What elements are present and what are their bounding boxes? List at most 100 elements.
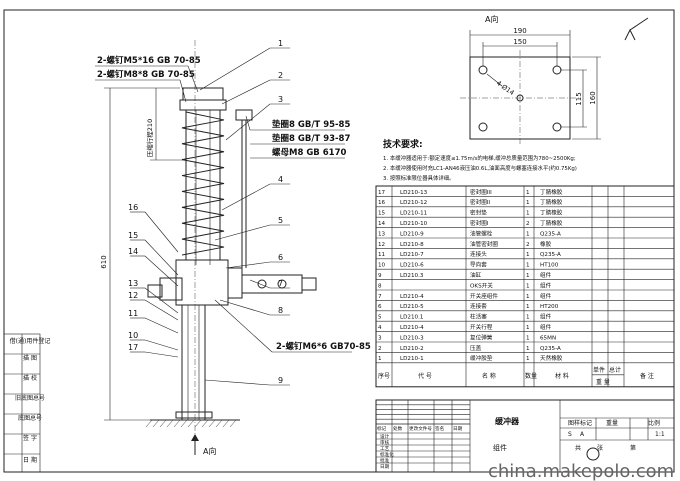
hole-spec: 4-Ø14 <box>495 79 516 97</box>
tb-field-2: 更改文件号 <box>409 425 432 432</box>
tech-requirements: 技术要求: 1. 本缓冲器适用于:额定速度≤1.75m/s的电梯,缓冲总质量范围… <box>383 138 577 182</box>
part-number-17: 17 <box>128 343 138 352</box>
bom-qty: 1 <box>526 211 530 217</box>
leader-right-5 <box>214 224 271 241</box>
part-number-14: 14 <box>128 247 138 256</box>
bom-code: LD210-5 <box>400 304 424 310</box>
stage-s: S <box>568 431 572 438</box>
bom-material: 组件 <box>540 292 552 300</box>
leader-left-17 <box>144 351 179 358</box>
bom-no: 15 <box>378 211 386 217</box>
bom-no: 4 <box>378 325 382 331</box>
bom-qty: 1 <box>526 346 530 352</box>
bom-code: LD210-11 <box>400 211 428 217</box>
part-number-10: 10 <box>128 331 138 340</box>
callout-screw-m8: 2-螺钉M8*8 GB 70-85 <box>97 69 195 80</box>
leader-right-4 <box>221 183 271 211</box>
bom-no: 9 <box>378 273 382 279</box>
bom-code: LD210-7 <box>400 252 424 258</box>
bom-material: 组件 <box>540 271 552 279</box>
title-block: 缓冲器 组件 图样标记 重量 比例 S A 1:1 共 张 第 标记处数更改文件… <box>375 399 675 473</box>
bom-name: 油管螺栓 <box>470 229 493 237</box>
leader-right-2 <box>221 79 271 105</box>
bom-qty: 1 <box>526 283 530 289</box>
bom-no: 8 <box>378 283 382 289</box>
dim-height: 610 <box>100 255 108 268</box>
bom-material: 橡胶 <box>540 240 552 248</box>
bom-code: LD210-6 <box>400 263 424 269</box>
bom-name: 压盖 <box>470 344 482 352</box>
bom-name: 开关行程 <box>470 323 493 331</box>
tb-role-0: 设计 <box>380 433 390 440</box>
bom-code: LD210-8 <box>400 242 424 248</box>
bom-code: LD210-2 <box>400 346 424 352</box>
projection-symbol <box>586 447 600 461</box>
bom-qty: 1 <box>526 304 530 310</box>
leader-left-13 <box>144 287 179 314</box>
part-number-6: 6 <box>278 253 283 262</box>
bom-material: 65MN <box>540 335 556 341</box>
bom-no: 5 <box>378 315 382 321</box>
callout-screw-m6: 2-螺钉M6*6 GB70-85 <box>276 341 371 352</box>
bom-name: 连接头 <box>470 250 487 258</box>
leader-left-15 <box>144 239 179 276</box>
bom-code: LD210-9 <box>400 231 424 237</box>
bom-head-no: 序号 <box>378 372 390 380</box>
bom-material: 丁腈橡胶 <box>540 198 563 206</box>
bom-no: 1 <box>378 356 382 362</box>
connecting-sleeve <box>175 259 229 306</box>
bom-head-total: 总计 <box>609 366 621 374</box>
part-number-16: 16 <box>128 203 138 212</box>
bom-qty: 2 <box>526 242 530 248</box>
return-spring <box>181 111 225 256</box>
leader-left-14 <box>144 255 179 287</box>
bom-qty: 1 <box>526 231 530 237</box>
bom-qty: 1 <box>526 263 530 269</box>
tb-role-4: 批准 <box>380 457 390 464</box>
bom-no: 11 <box>378 252 386 258</box>
hole-br <box>552 122 562 132</box>
bom-code: LD210-3 <box>400 335 424 341</box>
bom-code: LD210-13 <box>400 190 428 196</box>
watermark: china.makepolo.com <box>488 461 674 481</box>
part-number-8: 8 <box>278 306 283 315</box>
bom-material: 丁腈橡胶 <box>540 188 563 196</box>
bom-material: 丁腈橡胶 <box>540 219 563 227</box>
scale-label: 比例 <box>648 419 660 427</box>
bom-name: 油管密封圈 <box>470 240 498 248</box>
part-number-9: 9 <box>278 376 283 385</box>
part-number-15: 15 <box>128 231 138 240</box>
tb-field-3: 签名 <box>435 425 444 432</box>
tb-role-5: 日期 <box>380 464 390 470</box>
callout-washer-93: 垫圈8 GB/T 93-87 <box>272 133 350 144</box>
bom-head-name: 名 称 <box>482 372 496 380</box>
dimensions: 610 压缩行程210 <box>100 87 186 421</box>
bom-code: LD210-10 <box>400 221 428 227</box>
bom-material: 组件 <box>540 323 552 331</box>
rubber-pad <box>182 87 224 101</box>
bom-qty: 1 <box>526 200 530 206</box>
bom-head-weight: 重 量 <box>596 378 610 386</box>
bom-material: HT200 <box>540 304 559 310</box>
tech-line-2: 2. 本缓冲器使用时充LC1-AN46液压油0.6L,油面高度与螺塞连接水平(约… <box>383 164 577 172</box>
strip-4: 底图总号 <box>18 414 42 422</box>
bom-no: 7 <box>378 294 382 300</box>
scale-value: 1:1 <box>655 431 665 438</box>
view-label: A向 <box>485 14 498 24</box>
tb-field-0: 标记 <box>377 425 387 432</box>
dim-160: 160 <box>589 91 597 104</box>
weight-label: 重量 <box>606 419 618 427</box>
bom-material: Q235-A <box>540 346 561 352</box>
bom-qty: 1 <box>526 325 530 331</box>
tech-line-1: 1. 本缓冲器适用于:额定速度≤1.75m/s的电梯,缓冲总质量范围为780~2… <box>383 154 576 162</box>
sheet-a: 共 <box>575 444 581 452</box>
sheet-c: 第 <box>630 444 636 452</box>
bom-head-qty: 数量 <box>525 372 537 380</box>
